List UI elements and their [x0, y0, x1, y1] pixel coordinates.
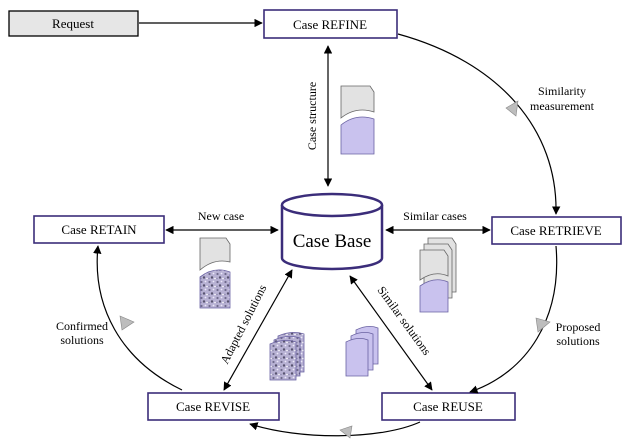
proposed-marker [535, 317, 551, 333]
reuse-revise-marker [339, 425, 353, 439]
similar-solutions-arrow [349, 275, 433, 391]
proposed-label-line2: solutions [556, 334, 600, 348]
confirmed-marker [119, 315, 135, 331]
confirmed-label-line1: Confirmed [56, 319, 108, 333]
case-reuse-box: Case REUSE [381, 392, 516, 421]
case-retrieve-box: Case RETRIEVE [491, 216, 622, 245]
case-refine-box: Case REFINE [263, 9, 398, 39]
case-retain-box: Case RETAIN [33, 215, 165, 244]
adapted-solutions-document-stack-icon [269, 332, 305, 381]
similarity-marker [505, 100, 519, 117]
revise-to-retain-arrow [93, 245, 183, 391]
case-base-label: Case Base [293, 231, 372, 252]
new-case-label: New case [198, 209, 244, 223]
case-base-cylinder: Case Base [280, 192, 384, 271]
case-retain-label: Case RETAIN [61, 222, 137, 237]
proposed-label-line1: Proposed [556, 320, 601, 334]
case-revise-label: Case REVISE [176, 399, 250, 414]
similar-cases-label: Similar cases [403, 209, 467, 223]
similarity-label-line2: measurement [530, 99, 595, 113]
case-revise-box: Case REVISE [147, 392, 280, 421]
new-case-document-icon [199, 237, 231, 309]
case-retrieve-label: Case RETRIEVE [510, 223, 601, 238]
adapted-solutions-arrow [223, 269, 293, 391]
retrieve-to-reuse-arrow [469, 245, 558, 394]
reuse-to-revise-arrow [249, 421, 421, 437]
request-box: Request [8, 10, 139, 37]
case-reuse-label: Case REUSE [413, 399, 483, 414]
request-label: Request [52, 16, 94, 31]
case-structure-label: Case structure [305, 82, 319, 150]
case-structure-document-icon [340, 85, 375, 155]
similar-solutions-document-stack-icon [345, 326, 379, 377]
similarity-label-line1: Similarity [538, 84, 586, 98]
similar-cases-document-stack-icon [419, 237, 457, 313]
case-refine-label: Case REFINE [293, 17, 367, 32]
confirmed-label-line2: solutions [60, 333, 104, 347]
refine-to-retrieve-arrow [397, 33, 561, 215]
